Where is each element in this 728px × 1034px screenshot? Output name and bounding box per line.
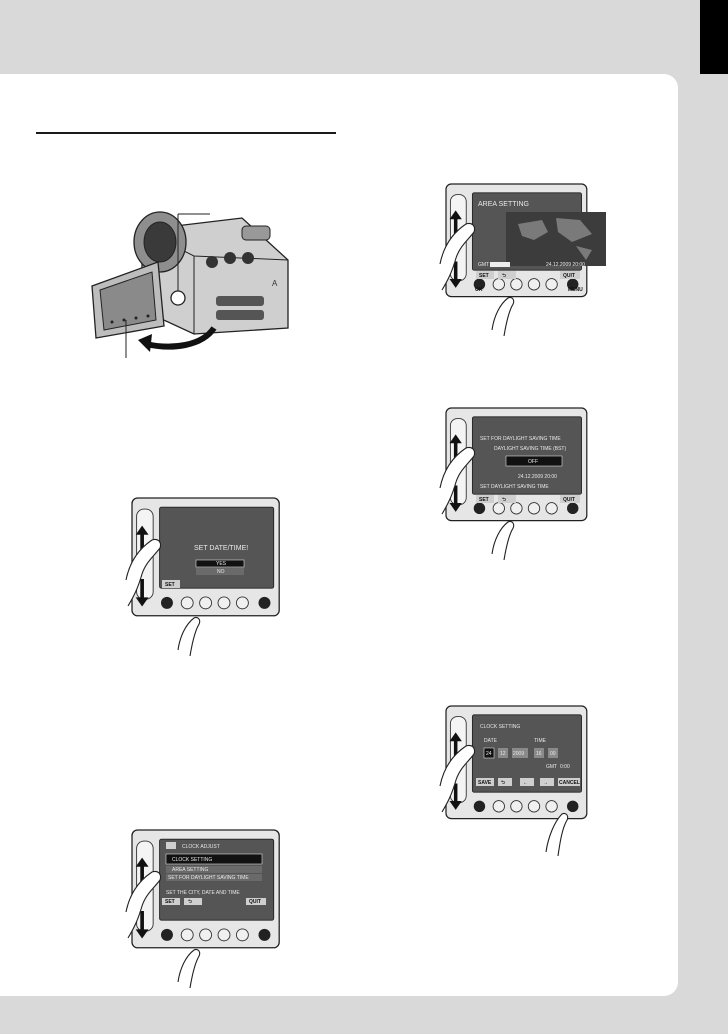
prompt-text: SET DATE/TIME! <box>194 545 248 552</box>
heading-rule <box>36 132 336 134</box>
corner-tab <box>700 0 728 74</box>
lcd-monitor-open <box>91 261 165 339</box>
save-button[interactable] <box>476 778 494 786</box>
area-setting-figure: AREA SETTING GMT 24.12.2009 20:00 SET ⮌ … <box>439 183 606 337</box>
hand-bottom <box>177 948 201 989</box>
clock-icon <box>166 842 176 849</box>
date-label: DATE <box>484 738 498 744</box>
quit-button[interactable] <box>560 495 580 503</box>
date-month-value: 12 <box>500 751 506 757</box>
set-button[interactable] <box>476 271 494 279</box>
cancel-button-label: CANCEL <box>559 780 580 786</box>
date-day-field[interactable] <box>483 747 495 759</box>
arrow-right-icon: → <box>543 780 548 786</box>
date-year-value: 2009 <box>513 751 524 757</box>
gmt-label: GMT <box>478 262 489 268</box>
left-arrow-button[interactable] <box>520 778 534 786</box>
set-button-label: SET <box>165 899 175 905</box>
set-button-label: SET <box>479 273 489 279</box>
screen-title: CLOCK ADJUST <box>182 844 220 850</box>
back-icon: ⮌ <box>502 272 506 279</box>
set-date-time-figure: SET DATE/TIME! YES NO SET <box>125 497 280 657</box>
no-option[interactable] <box>196 568 244 575</box>
screen-subtitle: DAYLIGHT SAVING TIME (BST) <box>494 446 566 452</box>
daylight-saving-figure: SET FOR DAYLIGHT SAVING TIME DAYLIGHT SA… <box>439 407 588 561</box>
hint-text: SET THE CITY, DATE AND TIME <box>166 890 240 896</box>
menu-item-label: SET FOR DAYLIGHT SAVING TIME <box>168 875 249 881</box>
dst-option-label: OFF <box>528 459 538 465</box>
menu-item-label: AREA SETTING <box>172 867 209 873</box>
menu-item-area-setting[interactable] <box>166 866 262 873</box>
hand-left <box>439 446 476 515</box>
hand-bottom <box>491 520 515 561</box>
ok-label: OK <box>475 287 483 293</box>
rotate-arrow-icon <box>145 326 217 350</box>
hand-bottom <box>545 812 569 857</box>
screen-title: SET FOR DAYLIGHT SAVING TIME <box>480 436 561 442</box>
set-button[interactable] <box>476 495 494 503</box>
back-icon: ⮌ <box>188 898 192 905</box>
menu-item-clock-setting[interactable] <box>165 853 263 865</box>
back-button[interactable] <box>184 898 202 905</box>
clock-adjust-figure: CLOCK ADJUST CLOCK SETTING AREA SETTING … <box>125 829 280 989</box>
power-button <box>170 290 186 306</box>
back-button[interactable] <box>498 271 516 279</box>
set-button[interactable] <box>162 580 180 588</box>
back-button[interactable] <box>498 778 512 786</box>
time-minute-field[interactable] <box>548 748 558 758</box>
hand-left <box>125 538 162 607</box>
time-hour-field[interactable] <box>534 748 544 758</box>
gmt-value: 0:00 <box>560 764 570 770</box>
hand-bottom <box>491 296 515 337</box>
screen-title: CLOCK SETTING <box>480 724 520 730</box>
back-icon: ⮌ <box>502 496 506 503</box>
no-option-label: NO <box>217 569 225 575</box>
back-button[interactable] <box>498 495 516 503</box>
datetime-readout: 24.12.2009 20:00 <box>546 262 585 268</box>
yes-option[interactable] <box>195 559 245 568</box>
hand-left <box>439 744 476 813</box>
right-arrow-button[interactable] <box>540 778 554 786</box>
quit-button[interactable] <box>246 898 266 905</box>
hand-left <box>125 870 162 939</box>
yes-option-label: YES <box>216 561 227 567</box>
datetime-readout: 24.12.2009 20:00 <box>518 474 557 480</box>
dst-option[interactable] <box>505 455 563 467</box>
camcorder-illustration: A <box>91 211 289 358</box>
arrow-left-icon: ← <box>523 780 528 786</box>
gmt-label: GMT <box>546 764 557 770</box>
clock-setting-figure: CLOCK SETTING DATE TIME 24 12 2009 16 00… <box>439 705 588 857</box>
screen-title: AREA SETTING <box>478 201 529 208</box>
quit-button[interactable] <box>560 271 580 279</box>
date-month-field[interactable] <box>498 748 508 758</box>
cancel-button[interactable] <box>558 778 580 786</box>
quit-button-label: QUIT <box>563 273 575 279</box>
save-button-label: SAVE <box>478 780 492 786</box>
time-hour-value: 16 <box>536 751 542 757</box>
date-day-value: 24 <box>486 751 492 757</box>
world-map <box>506 212 606 266</box>
set-button-label: SET <box>479 497 489 503</box>
world-map-land <box>518 218 592 260</box>
menu-label: MENU <box>568 287 583 293</box>
hand-bottom <box>177 616 201 657</box>
date-year-field[interactable] <box>512 748 528 758</box>
camera-badge: A <box>272 279 278 288</box>
quit-button-label: QUIT <box>249 899 261 905</box>
set-button-label: SET <box>165 582 175 588</box>
set-button[interactable] <box>162 898 180 905</box>
hand-left <box>439 222 476 291</box>
menu-item-label: CLOCK SETTING <box>172 857 212 863</box>
menu-item-daylight[interactable] <box>166 874 262 881</box>
time-minute-value: 00 <box>550 751 556 757</box>
back-icon: ⮌ <box>501 779 505 786</box>
time-label: TIME <box>534 738 547 744</box>
quit-button-label: QUIT <box>563 497 575 503</box>
hint-text: SET DAYLIGHT SAVING TIME <box>480 484 549 490</box>
